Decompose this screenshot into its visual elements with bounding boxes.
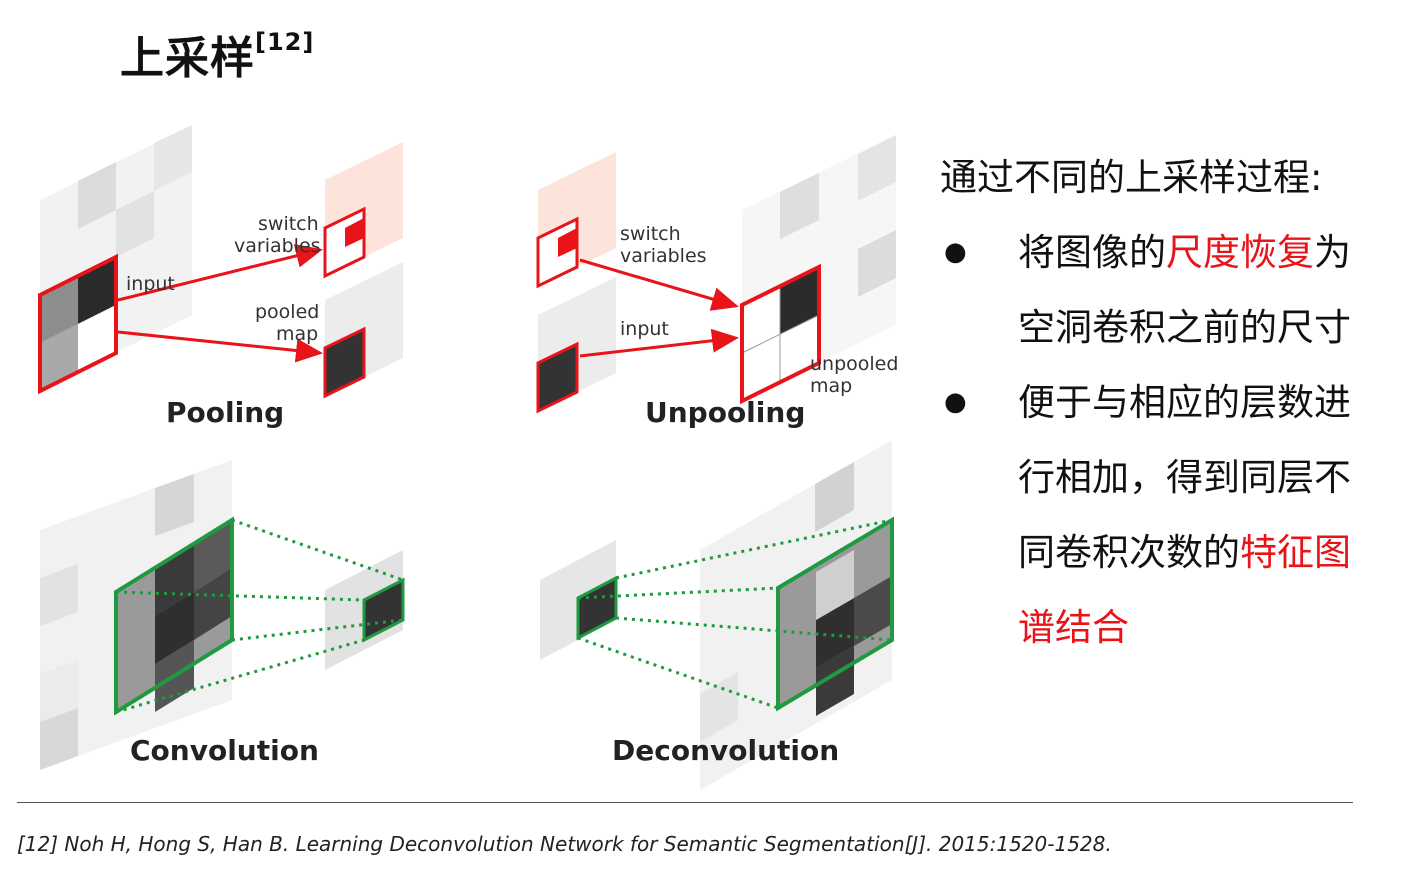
- bullet1-highlight: 尺度恢复: [1166, 231, 1314, 274]
- pooling-switch-label-1: switch: [258, 213, 319, 235]
- pooling-input-label: input: [126, 273, 175, 295]
- pooling-pooled-map: [323, 262, 403, 399]
- bullet2-text-a: 便于与相应的层数进行相加，得到同层不同卷积次数的: [1018, 381, 1351, 574]
- bullet2-highlight: 特征图谱结合: [1018, 531, 1351, 649]
- deconvolution-diagram: Deconvolution: [540, 440, 894, 790]
- upsampling-diagram: input switch variables pooled map Poolin…: [38, 125, 898, 790]
- convolution-label: Convolution: [130, 734, 319, 767]
- unpooling-input-label: input: [620, 318, 669, 340]
- pooling-switch-grid: [323, 142, 403, 279]
- pooling-pooled-label-2: map: [276, 323, 318, 345]
- deconvolution-projection-lines: [577, 518, 893, 710]
- unpooling-switch-label-1: switch: [620, 223, 681, 245]
- unpooling-label: Unpooling: [645, 396, 805, 429]
- bullet-item-1: ● 将图像的尺度恢复为空洞卷积之前的尺寸: [940, 215, 1400, 365]
- pooling-arrow-switch: [117, 244, 323, 302]
- convolution-diagram: Convolution: [40, 460, 405, 770]
- reference-citation: [12] Noh H, Hong S, Han B. Learning Deco…: [17, 832, 1112, 856]
- unpooling-arrow-switch: [579, 258, 739, 311]
- convolution-output-map: [325, 550, 405, 670]
- pooling-arrow-pooled: [117, 330, 323, 363]
- intro-text: 通过不同的上采样过程:: [940, 156, 1323, 199]
- convolution-projection-lines: [115, 518, 404, 714]
- pooling-input-window: [38, 253, 118, 395]
- deconvolution-input-map: [540, 540, 618, 660]
- unpooling-unpooled-label-1: unpooled: [810, 353, 898, 375]
- bullet-icon: ●: [944, 387, 967, 417]
- unpooling-diagram: switch variables input unpooled map Unpo…: [536, 135, 898, 429]
- pooling-diagram: input switch variables pooled map Poolin…: [38, 125, 403, 429]
- convolution-window: [114, 516, 234, 716]
- footer-divider: [17, 802, 1353, 803]
- deconvolution-output-grid: [700, 440, 894, 790]
- bullet-item-2: ● 便于与相应的层数进行相加，得到同层不同卷积次数的特征图谱结合: [940, 365, 1400, 665]
- unpooling-switch-grid: [536, 152, 616, 289]
- unpooling-unpooled-label-2: map: [810, 375, 852, 397]
- unpooling-output-grid: [740, 135, 896, 405]
- explanation-text: 通过不同的上采样过程: ● 将图像的尺度恢复为空洞卷积之前的尺寸 ● 便于与相应…: [940, 140, 1400, 665]
- unpooling-switch-label-2: variables: [620, 245, 707, 267]
- bullet1-text-a: 将图像的: [1018, 231, 1166, 274]
- pooling-pooled-label-1: pooled: [255, 301, 319, 323]
- deconvolution-label: Deconvolution: [612, 734, 839, 767]
- bullet1-text-b: 为空洞卷积之前的尺寸: [1018, 231, 1351, 349]
- unpooling-input-map: [536, 277, 616, 414]
- bullet-icon: ●: [944, 237, 967, 267]
- slide-title: 上采样[12]: [120, 28, 315, 84]
- unpooling-arrow-input: [579, 328, 739, 358]
- title-citation: [12]: [255, 28, 315, 56]
- pooling-label: Pooling: [166, 396, 284, 429]
- pooling-switch-label-2: variables: [234, 235, 321, 257]
